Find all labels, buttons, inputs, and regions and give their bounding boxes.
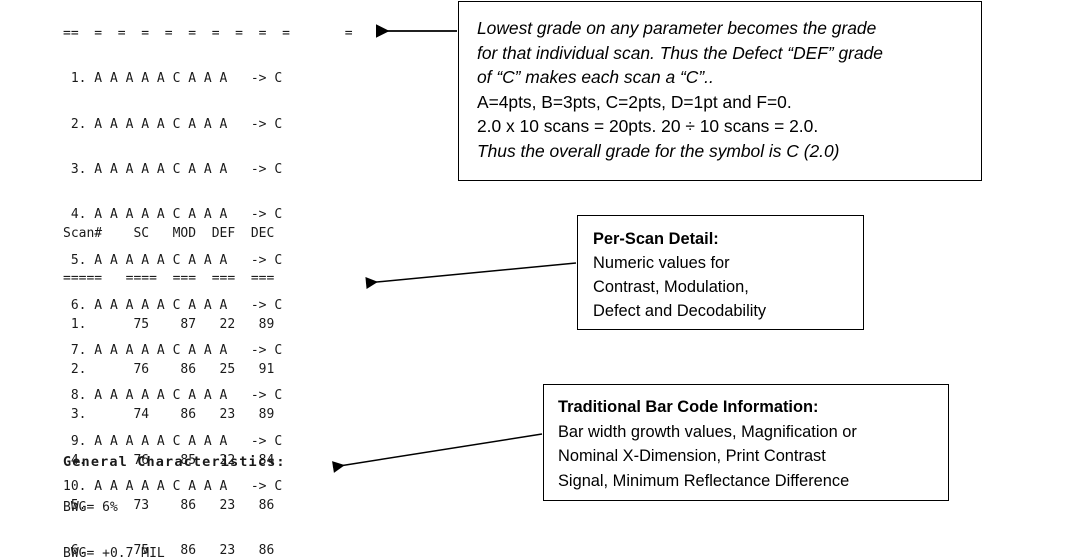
leader-arrow-per-scan-icon [365, 262, 577, 289]
callout-line: Signal, Minimum Reflectance Difference [558, 471, 850, 490]
callout-line: Defect and Decodability [593, 302, 767, 320]
scan-table-rule: ===== ==== === === === [63, 271, 275, 287]
grade-matrix-row: 1. A A A A A C A A A -> C [63, 71, 283, 87]
leader-arrow-traditional-icon [332, 433, 543, 473]
callout-line: Contrast, Modulation, [593, 278, 749, 296]
grade-matrix-row: 7. A A A A A C A A A -> C [63, 343, 283, 359]
grade-matrix-row: 5. A A A A A C A A A -> C [63, 252, 283, 268]
general-characteristics-block: General Characteristics: BWG= 6% BWG= +0… [63, 425, 286, 560]
callout-line: 2.0 x 10 scans = 20pts. 20 ÷ 10 scans = … [477, 116, 819, 137]
grade-matrix-row: 6. A A A A A C A A A -> C [63, 297, 283, 313]
grade-matrix-row: 3. A A A A A C A A A -> C [63, 162, 283, 178]
grade-matrix-row: 10. A A A A A C A A A -> C [63, 479, 283, 494]
general-characteristics-line: BWG= 6% [63, 500, 118, 516]
grade-matrix-row: 8. A A A A A C A A A -> C [63, 388, 283, 404]
callout-line: for that individual scan. Thus the Defec… [477, 42, 883, 63]
table-row: 2. 76 86 25 91 [63, 362, 275, 378]
callout-line: Lowest grade on any parameter becomes th… [477, 18, 877, 38]
table-row: 3. 74 86 23 89 [63, 407, 275, 423]
grade-matrix-row: 4. A A A A A C A A A -> C [63, 207, 283, 223]
callout-line: Bar width growth values, Magnification o… [558, 422, 857, 441]
table-row: 5. 73 86 23 86 [63, 497, 275, 513]
grade-matrix-rule: == = = = = = = = = = = [63, 26, 353, 42]
callout-per-scan-detail: Per-Scan Detail: Numeric values for Cont… [577, 215, 864, 330]
general-characteristics-line: BWG= +0.7 MIL [63, 545, 165, 560]
grade-matrix-block: == = = = = = = = = = = 1. A A A A A C A … [63, 0, 353, 524]
callout-heading: Traditional Bar Code Information: [558, 398, 819, 416]
callout-line: Nominal X-Dimension, Print Contrast [558, 447, 826, 466]
table-row: 6. 75 86 23 86 [63, 543, 275, 559]
table-row: 4. 76 85 22 84 [63, 452, 275, 468]
grade-matrix-row: 9. A A A A A C A A A -> C [63, 433, 283, 449]
callout-line: Thus the overall grade for the symbol is… [477, 140, 840, 161]
callout-line: A=4pts, B=3pts, C=2pts, D=1pt and F=0. [477, 91, 792, 112]
per-scan-detail-table: Scan# SC MOD DEF DEC ===== ==== === === … [63, 196, 274, 560]
scan-table-header: Scan# SC MOD DEF DEC [63, 226, 275, 242]
general-characteristics-title: General Characteristics: [63, 454, 286, 471]
callout-line: Numeric values for [593, 254, 730, 272]
callout-overall-grade: Lowest grade on any parameter becomes th… [458, 1, 982, 181]
callout-traditional-bar-code-info: Traditional Bar Code Information: Bar wi… [543, 384, 949, 501]
callout-heading: Per-Scan Detail: [593, 230, 719, 248]
table-row: 1. 75 87 22 89 [63, 316, 275, 332]
grade-matrix-row: 2. A A A A A C A A A -> C [63, 116, 283, 132]
callout-line: of “C” makes each scan a “C”.. [477, 67, 714, 88]
